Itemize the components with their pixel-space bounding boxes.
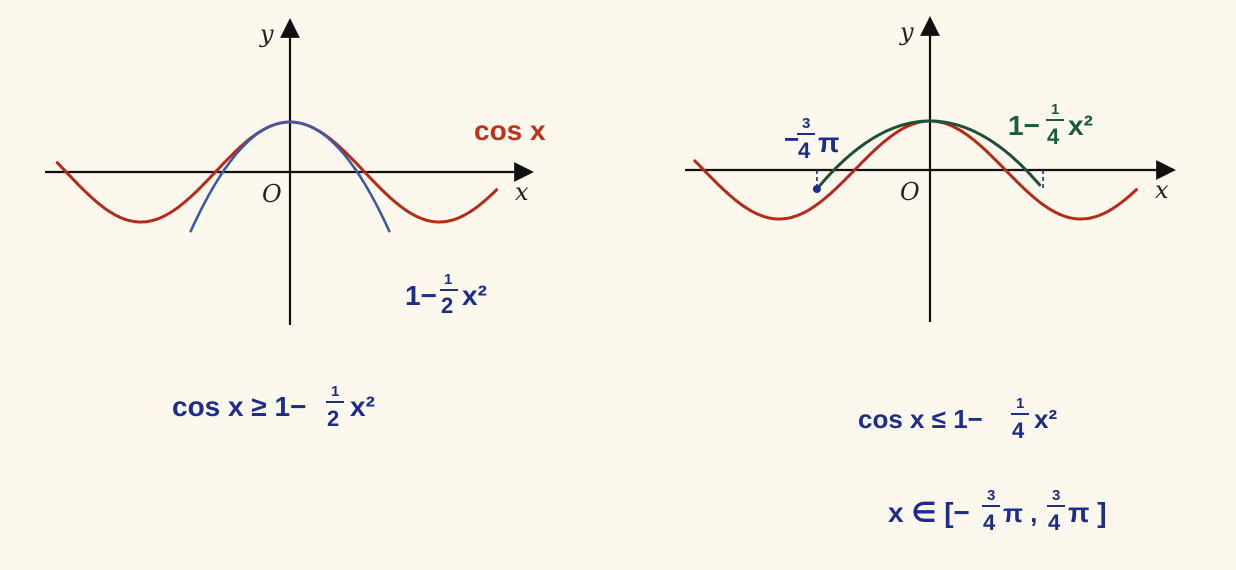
left-cos-label: cos x [474, 115, 546, 146]
right-domain-lead: x ∈ [− [888, 497, 970, 528]
left-parabola-curve [189, 120, 391, 233]
left-graph: y x O cos x 1− 1 2 x² cos x ≥ 1− 1 2 x² [45, 18, 546, 431]
left-parabola-label-den: 2 [441, 293, 453, 318]
right-domain-mid: π , [1003, 498, 1037, 528]
right-left-bound-label: − 3 4 π [784, 115, 839, 163]
right-x-axis-label: x [1155, 176, 1169, 204]
right-inequality-num: 1 [1016, 395, 1024, 412]
right-parabola-curve [815, 119, 1042, 191]
right-left-endpoint-dot [812, 185, 821, 194]
right-domain-den2: 4 [1048, 510, 1061, 535]
right-inequality: cos x ≤ 1− 1 4 x² [858, 395, 1057, 443]
left-parabola-label-tail: x² [462, 280, 487, 311]
left-parabola-label: 1− 1 2 x² [405, 271, 487, 318]
right-domain-num2: 3 [1052, 487, 1060, 504]
right-y-axis-label: y [899, 18, 914, 46]
left-inequality: cos x ≥ 1− 1 2 x² [172, 383, 375, 431]
left-parabola-label-lead: 1− [405, 280, 437, 311]
right-graph: y x O − 3 4 π 1− 1 4 x² cos x ≤ 1− 1 4 x… [685, 16, 1176, 535]
right-parabola-label-num: 1 [1051, 101, 1059, 118]
right-inequality-den: 4 [1012, 418, 1025, 443]
right-left-bound-num: 3 [802, 115, 810, 132]
right-parabola-label-den: 4 [1047, 124, 1060, 149]
right-inequality-tail: x² [1034, 404, 1057, 434]
right-domain-num1: 3 [987, 487, 995, 504]
right-left-bound-den: 4 [798, 138, 811, 163]
right-inequality-lead: cos x ≤ 1− [858, 404, 983, 434]
left-origin-label: O [262, 180, 282, 208]
right-left-bound-tail: π [818, 127, 839, 158]
right-domain-den1: 4 [983, 510, 996, 535]
right-domain-tail: π ] [1068, 497, 1107, 528]
left-inequality-num: 1 [331, 383, 339, 400]
left-inequality-den: 2 [327, 406, 339, 431]
left-inequality-tail: x² [350, 391, 375, 422]
right-domain: x ∈ [− 3 4 π , 3 4 π ] [888, 487, 1107, 535]
left-parabola-label-num: 1 [444, 271, 452, 288]
right-parabola-label: 1− 1 4 x² [1008, 101, 1093, 149]
left-x-axis-label: x [515, 178, 529, 206]
left-inequality-lead: cos x ≥ 1− [172, 391, 306, 422]
right-parabola-label-tail: x² [1068, 110, 1093, 141]
left-y-axis-label: y [259, 20, 274, 48]
right-left-bound-lead: − [784, 124, 799, 154]
right-parabola-label-lead: 1− [1008, 110, 1040, 141]
right-origin-label: O [900, 178, 920, 206]
